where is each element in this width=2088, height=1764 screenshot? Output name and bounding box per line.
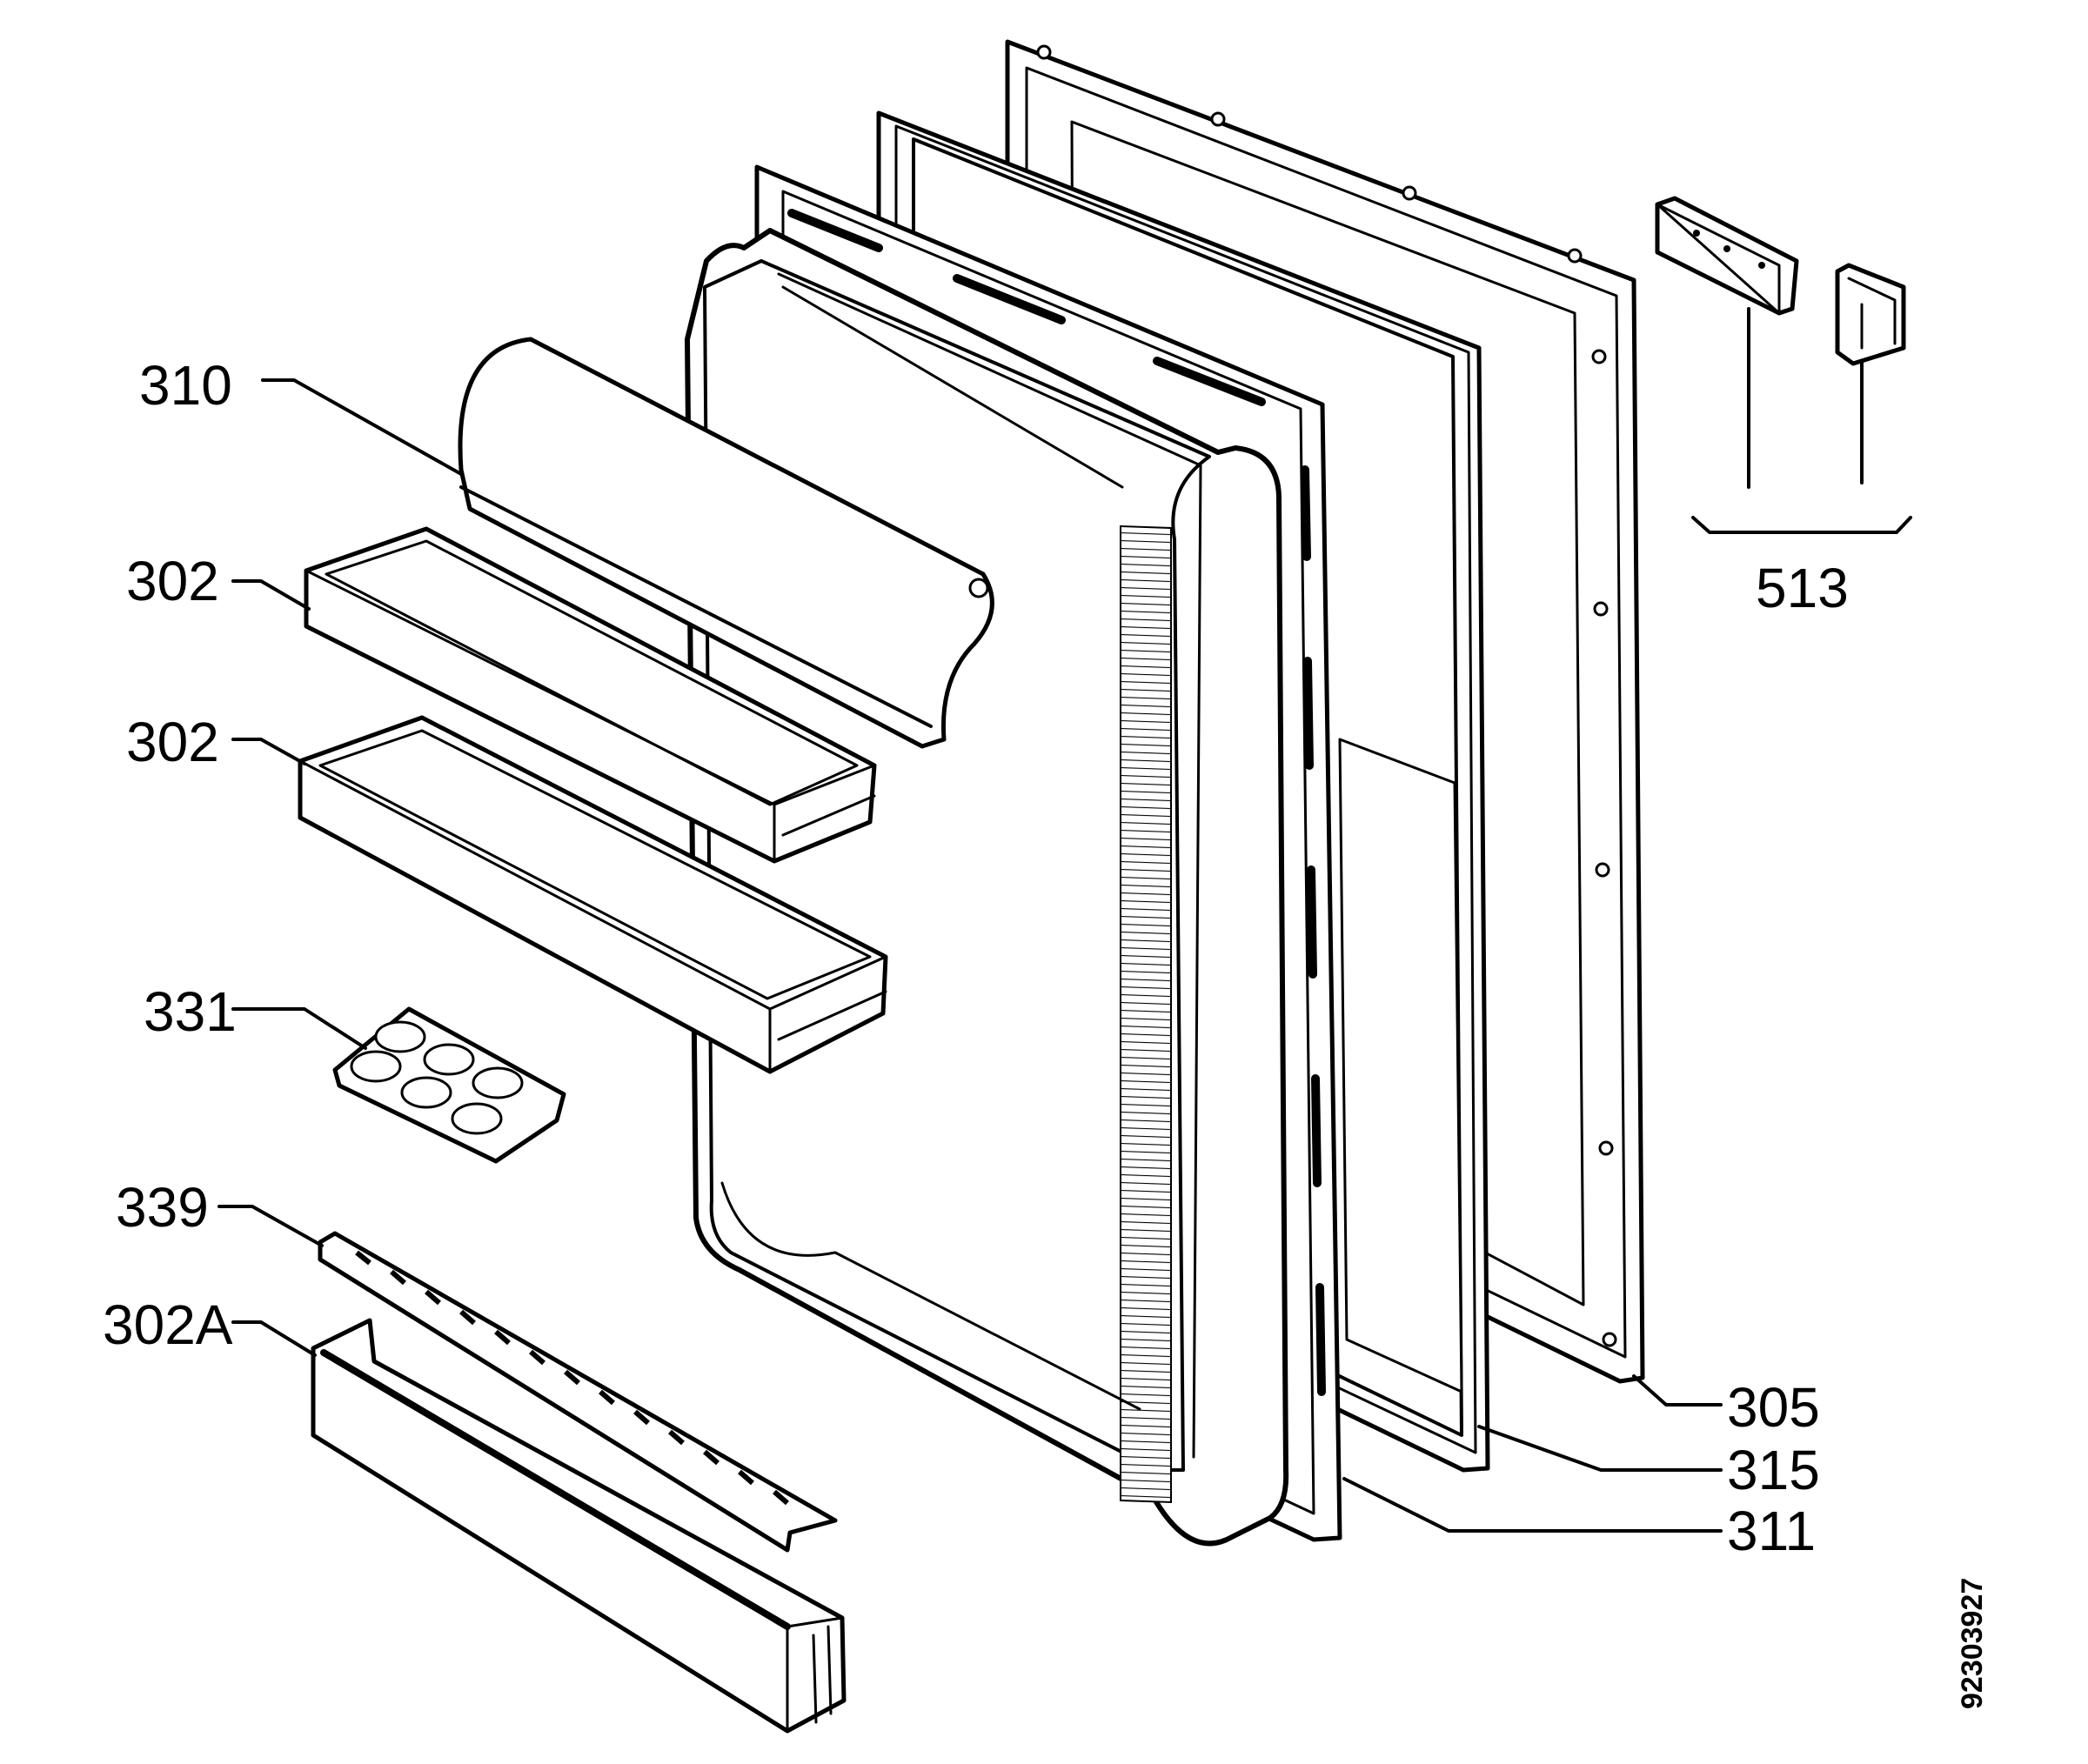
- bottle-retainer-339: [318, 1231, 838, 1553]
- egg-tray-331: [332, 1006, 566, 1164]
- part-labels: 310 302 302 331 339 302A 513 305 315 311: [103, 354, 1849, 1562]
- label-311: 311: [1727, 1500, 1816, 1562]
- label-302-upper: 302: [126, 550, 219, 612]
- leader-lines: [218, 378, 1723, 1533]
- egg-cups: [350, 1020, 524, 1135]
- dairy-cover-310: [458, 337, 994, 749]
- door-shelf-302-upper: [304, 526, 877, 864]
- label-310: 310: [139, 354, 232, 417]
- label-339: 339: [116, 1176, 209, 1239]
- label-315: 315: [1727, 1439, 1820, 1501]
- bottle-shelf-302A: [311, 1318, 847, 1734]
- label-302-lower: 302: [126, 711, 219, 773]
- panel-screw-holes: [1036, 44, 1617, 1347]
- document-id: 92303927: [1956, 1578, 1989, 1709]
- label-513: 513: [1756, 557, 1849, 619]
- door-shelf-302-lower: [298, 715, 888, 1074]
- label-331: 331: [144, 980, 237, 1043]
- label-305: 305: [1727, 1376, 1820, 1439]
- hinge-parts-513: [1655, 196, 1912, 534]
- retainer-teeth: [355, 1250, 789, 1506]
- liner-slots: [787, 209, 1326, 1396]
- label-302A: 302A: [103, 1293, 233, 1356]
